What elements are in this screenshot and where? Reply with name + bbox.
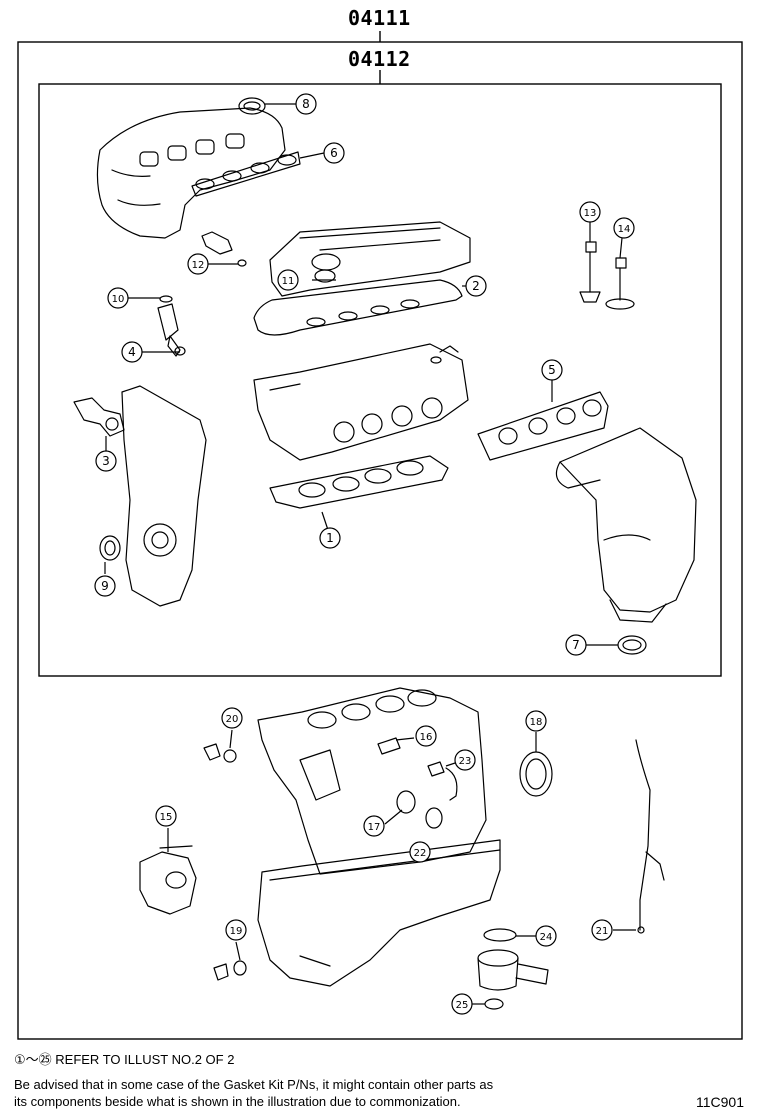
- block-plug-gasket-drawing: [377, 737, 401, 755]
- drain-plug-drawing: [213, 960, 247, 981]
- svg-text:9: 9: [101, 579, 109, 593]
- svg-text:6: 6: [330, 146, 338, 160]
- exhaust-manifold-gasket-drawing: [477, 391, 609, 461]
- fuel-pipe-drawing: [201, 231, 233, 255]
- valve-cover-drawing: [269, 221, 471, 297]
- filter-washer-drawing: [484, 998, 504, 1010]
- exhaust-pipe-gasket-drawing: [617, 635, 647, 655]
- svg-text:3: 3: [102, 454, 110, 468]
- cylinder-head-gasket-drawing: [269, 455, 449, 509]
- callout-24: 24: [535, 925, 557, 947]
- svg-text:16: 16: [420, 732, 433, 743]
- water-pump-gasket-drawing: [73, 397, 125, 437]
- reference-note: ①～㉕ REFER TO ILLUST NO.2 OF 2: [14, 1052, 235, 1067]
- valve-cover-plug-gaskets: [306, 299, 420, 327]
- illustration-code: 11C901: [695, 1094, 744, 1110]
- svg-text:25: 25: [456, 1000, 469, 1011]
- callout-8: 8: [295, 93, 317, 115]
- oil-filler-cap-gasket-drawing: [314, 269, 336, 283]
- svg-text:21: 21: [596, 926, 609, 937]
- inner-kit-part-number: 04112: [348, 47, 411, 71]
- callout-4: 4: [121, 341, 143, 363]
- rear-oil-seal-drawing: [396, 790, 416, 814]
- callout-9: 9: [94, 575, 116, 597]
- oil-pan-drawing: [257, 839, 501, 987]
- cylinder-head-drawing: [253, 343, 469, 461]
- throttle-body-gasket-drawing: [238, 97, 266, 115]
- outer-kit-part-number: 04111: [348, 6, 411, 30]
- svg-text:20: 20: [226, 714, 239, 725]
- svg-text:1: 1: [326, 531, 334, 545]
- callout-25: 25: [451, 993, 473, 1015]
- svg-text:19: 19: [230, 926, 243, 937]
- advisory-line-1: Be advised that in some case of the Gask…: [14, 1077, 494, 1092]
- callout-13: 13: [579, 201, 601, 223]
- callout-12: 12: [187, 253, 209, 275]
- svg-text:17: 17: [368, 822, 381, 833]
- callout-3: 3: [95, 450, 117, 472]
- fuel-injector-drawing: [157, 295, 186, 357]
- water-inlet-drawing: [139, 845, 197, 915]
- cylinder-block-drawing: [257, 687, 487, 875]
- callout-21: 21: [591, 919, 613, 941]
- exhaust-manifold-drawing: [555, 427, 697, 623]
- svg-text:2: 2: [472, 279, 480, 293]
- callout-20: 20: [221, 707, 243, 729]
- timing-cover-oil-seal-drawing: [99, 535, 121, 561]
- callout-22: 22: [409, 841, 431, 863]
- inner-kit-frame: [38, 83, 722, 677]
- svg-text:14: 14: [618, 224, 631, 235]
- callout-17: 17: [363, 815, 385, 837]
- callout-23: 23: [454, 749, 476, 771]
- callout-1: 1: [319, 527, 341, 549]
- svg-text:15: 15: [160, 812, 173, 823]
- callout-7: 7: [565, 634, 587, 656]
- oil-pipe-seal-drawing: [425, 807, 443, 829]
- svg-text:5: 5: [548, 363, 556, 377]
- svg-text:10: 10: [112, 294, 125, 305]
- svg-text:4: 4: [128, 345, 136, 359]
- oil-filter-gasket-drawing: [483, 928, 517, 942]
- callout-16: 16: [415, 725, 437, 747]
- svg-text:24: 24: [540, 932, 553, 943]
- plug-with-gasket-drawing: [203, 743, 237, 763]
- timing-chain-cover-drawing: [121, 385, 207, 607]
- advisory-line-2: its components beside what is shown in t…: [14, 1094, 461, 1109]
- svg-text:22: 22: [414, 848, 427, 859]
- svg-text:11: 11: [282, 276, 295, 287]
- callout-11: 11: [277, 269, 299, 291]
- svg-text:12: 12: [192, 260, 205, 271]
- callout-6: 6: [323, 142, 345, 164]
- outer-kit-frame: [17, 41, 743, 1040]
- svg-text:23: 23: [459, 756, 472, 767]
- callout-18: 18: [525, 710, 547, 732]
- callout-14: 14: [613, 217, 635, 239]
- intake-gasket-ports: [195, 154, 297, 190]
- svg-text:8: 8: [302, 97, 310, 111]
- intake-manifold-gasket-drawing: [191, 151, 301, 197]
- callout-5: 5: [541, 359, 563, 381]
- block-water-gasket-drawing: [427, 761, 445, 777]
- valve-cover-gasket-drawing: [253, 279, 463, 336]
- callout-15: 15: [155, 805, 177, 827]
- svg-text:7: 7: [572, 638, 580, 652]
- oil-filter-drawing: [477, 949, 549, 991]
- callout-19: 19: [225, 919, 247, 941]
- intake-manifold-drawing: [96, 107, 286, 239]
- callout-2: 2: [465, 275, 487, 297]
- svg-text:13: 13: [584, 208, 597, 219]
- oil-dipstick-guide-drawing: [635, 739, 651, 931]
- svg-text:18: 18: [530, 717, 543, 728]
- valve-stem-seals-drawing: [579, 241, 635, 310]
- callout-10: 10: [107, 287, 129, 309]
